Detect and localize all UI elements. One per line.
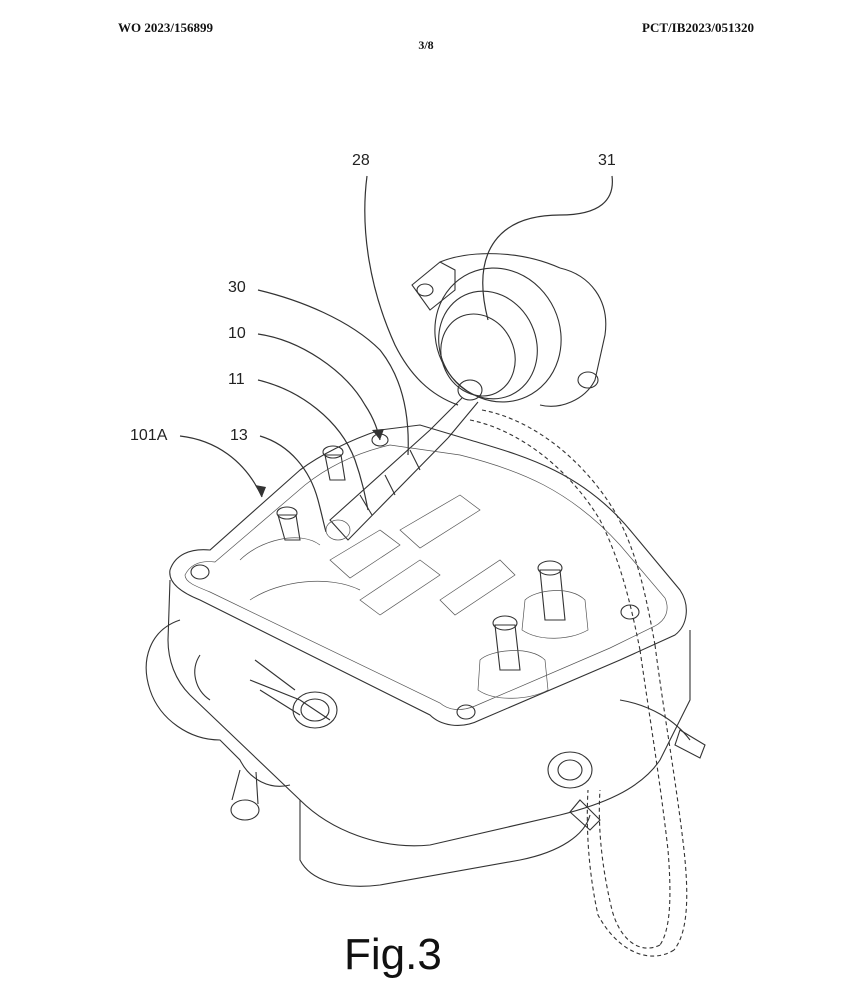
intake-port: [145, 619, 338, 821]
application-number: PCT/IB2023/051320: [642, 20, 754, 35]
exhaust-side: [547, 699, 706, 831]
figure-caption: Fig.3: [344, 930, 442, 979]
rocker-arms: [239, 494, 516, 616]
leader-30: [257, 289, 409, 456]
ref-numeral-28: 28: [352, 152, 370, 169]
timing-chain: [469, 409, 688, 957]
leader-101A: [179, 435, 263, 498]
cylinder-head: [167, 424, 691, 887]
publication-number: WO 2023/156899: [118, 20, 213, 35]
actuator-31: [411, 253, 607, 439]
ref-numeral-11: 11: [228, 371, 245, 388]
ref-numeral-101A: 101A: [130, 427, 168, 444]
ref-numeral-31: 31: [598, 152, 616, 169]
ref-numeral-30: 30: [228, 279, 246, 296]
leader-28: [364, 175, 459, 406]
ref-numeral-13: 13: [230, 427, 248, 444]
sheet-number: 3/8: [418, 38, 434, 52]
leader-31: [482, 175, 613, 321]
arrowhead-101A: [255, 485, 266, 497]
leader-10: [257, 333, 381, 441]
camshaft: [325, 429, 449, 541]
ref-numeral-10: 10: [228, 325, 246, 342]
leader-11: [257, 379, 369, 511]
leader-13: [259, 435, 327, 533]
valve-assembly: [276, 445, 589, 699]
